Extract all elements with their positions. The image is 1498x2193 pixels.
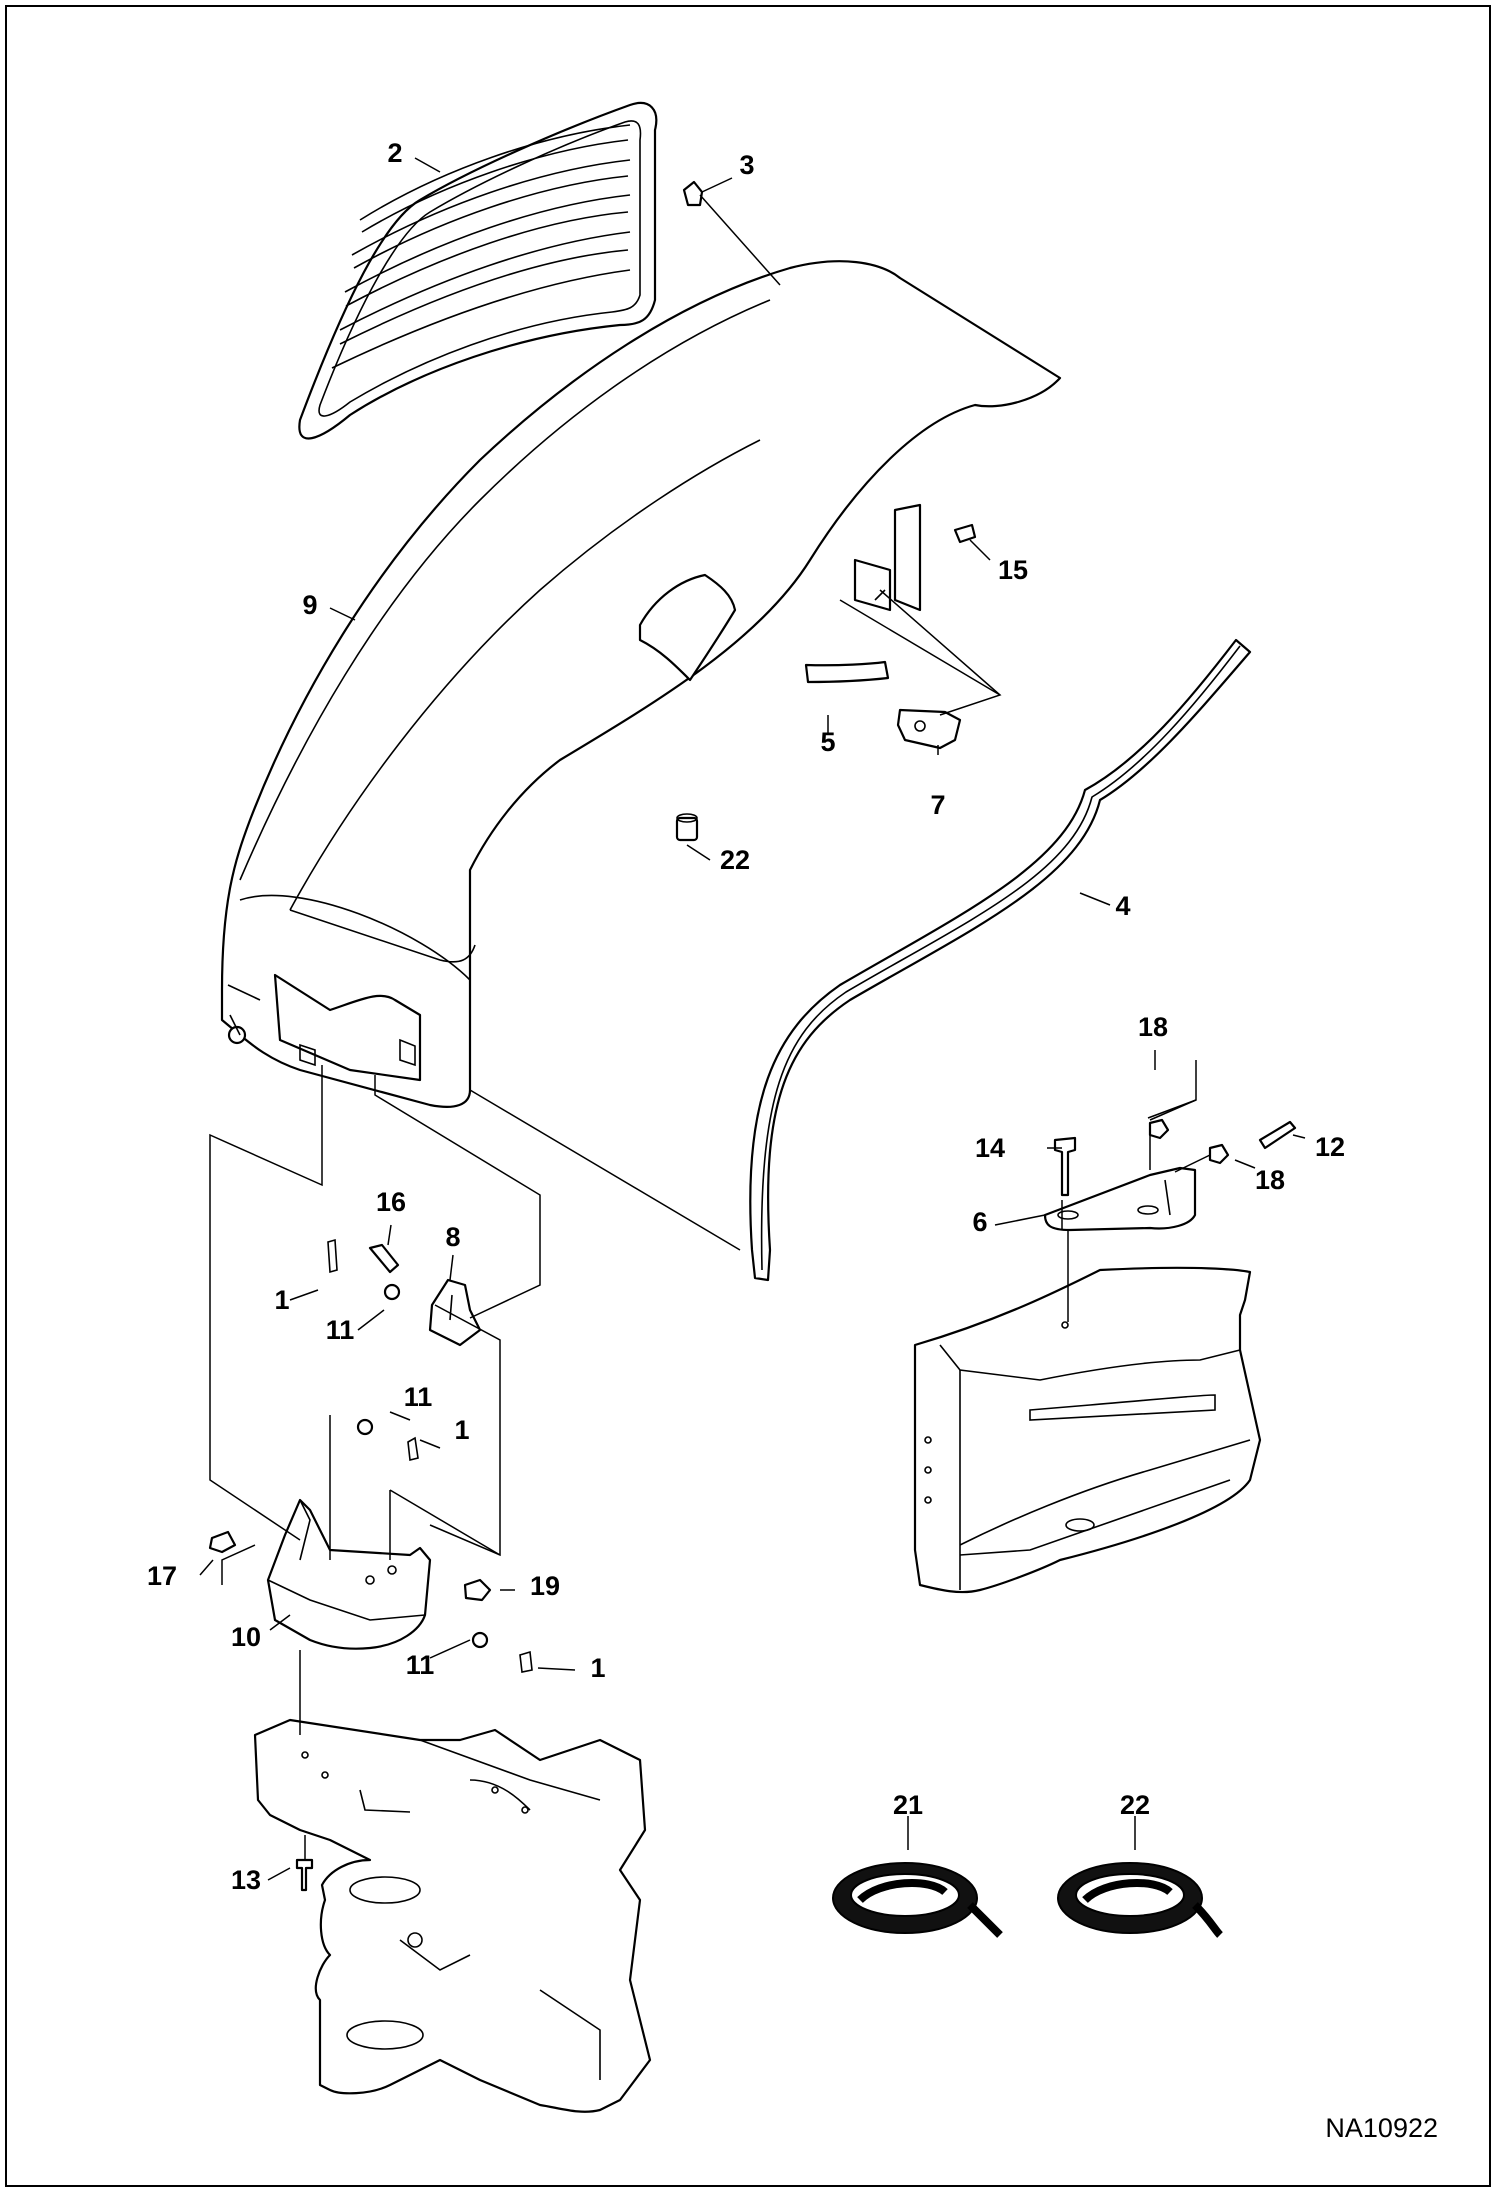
washer-11c — [471, 1631, 489, 1649]
callout-label-21: 21 — [893, 1790, 923, 1820]
callout-label-9: 9 — [302, 590, 317, 620]
drawing-code: NA10922 — [1325, 2113, 1438, 2143]
callout-label-18: 18 — [1138, 1012, 1168, 1042]
callout-label-12: 12 — [1315, 1132, 1345, 1162]
callout-label-1: 1 — [590, 1653, 605, 1683]
seal-strip-part — [804, 660, 890, 684]
callout-label-13: 13 — [231, 1865, 261, 1895]
seal-part — [749, 638, 1252, 1282]
callout-label-14: 14 — [975, 1133, 1005, 1163]
callout-label-17: 17 — [147, 1561, 177, 1591]
hinge-plate-part — [428, 1278, 482, 1347]
hose-roll-22 — [1057, 1862, 1223, 1938]
bolt-14 — [1053, 1136, 1077, 1197]
callout-label-19: 19 — [530, 1571, 560, 1601]
callout-label-1: 1 — [274, 1285, 289, 1315]
cotter-pin-1a — [327, 1238, 338, 1274]
bumper-part — [675, 813, 699, 842]
bolt-15 — [953, 523, 977, 544]
callout-leaders — [199, 157, 1306, 1881]
callout-label-11: 11 — [326, 1315, 355, 1345]
cotter-pin-1b — [407, 1436, 419, 1461]
hose-roll-21 — [832, 1862, 1003, 1938]
callout-label-15: 15 — [998, 555, 1028, 585]
callout-label-22: 22 — [720, 845, 750, 875]
pin-part — [368, 1243, 400, 1274]
callout-label-5: 5 — [820, 727, 835, 757]
callout-label-3: 3 — [739, 150, 754, 180]
grille-part — [298, 102, 658, 440]
hinge-base-part — [266, 1498, 432, 1650]
bolt-12 — [1258, 1120, 1297, 1150]
cotter-pin-1c — [519, 1650, 533, 1673]
callout-label-18: 18 — [1255, 1165, 1285, 1195]
nut-18-upper — [1148, 1118, 1170, 1140]
washer-11b — [356, 1418, 374, 1436]
callout-label-8: 8 — [445, 1222, 460, 1252]
callout-label-22: 22 — [1120, 1790, 1150, 1820]
callout-label-11: 11 — [406, 1650, 435, 1680]
latch-part — [896, 708, 962, 750]
callout-label-7: 7 — [930, 790, 945, 820]
nut-18-lower — [1208, 1143, 1230, 1165]
callout-label-16: 16 — [376, 1187, 406, 1217]
diagram-frame — [5, 5, 1491, 2187]
callout-label-4: 4 — [1115, 891, 1130, 921]
callout-label-6: 6 — [972, 1207, 987, 1237]
counterweight-frame — [913, 1266, 1262, 1594]
callout-label-10: 10 — [231, 1622, 261, 1652]
bracket-part — [1043, 1166, 1197, 1232]
hood-part — [220, 260, 1062, 1108]
callout-label-11: 11 — [404, 1382, 433, 1412]
assembly-lines — [209, 194, 1211, 1860]
nut-17 — [208, 1530, 237, 1554]
clip-part — [682, 180, 704, 207]
frame-mount — [253, 1718, 652, 2113]
nut-19 — [463, 1578, 492, 1602]
washer-11a — [383, 1283, 401, 1301]
bolt-13 — [295, 1858, 314, 1892]
callout-label-1: 1 — [454, 1415, 469, 1445]
callout-label-2: 2 — [387, 138, 402, 168]
